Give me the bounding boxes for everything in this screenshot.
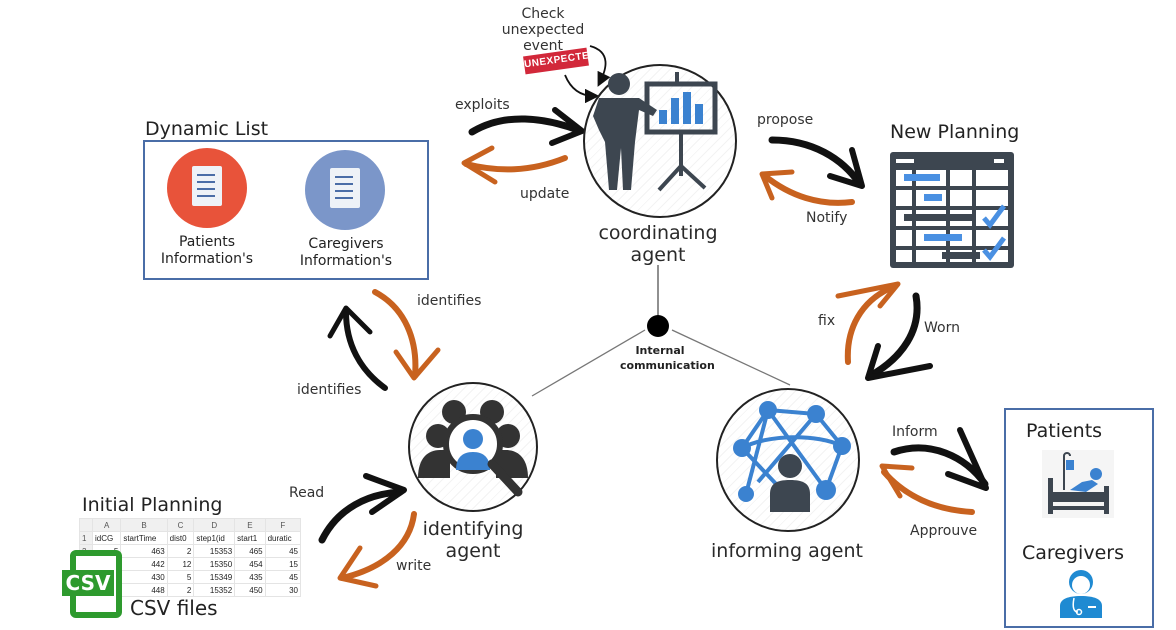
csv-badge: CSV [62,570,114,596]
worn-label: Worn [924,320,960,336]
table-cell: 2 [166,583,195,597]
patient-bed-icon[interactable] [1042,450,1114,518]
identifying-agent-node[interactable] [408,382,538,512]
loop-arrow-icon [589,45,611,87]
identifies-in-label: identifies [417,293,482,309]
table-cell: duratic [264,531,302,545]
fix-arrow [835,281,901,365]
column-header: C [166,518,195,532]
update-label: update [520,186,570,202]
caregivers-info-icon[interactable] [305,150,385,230]
identifies-out-label: identifies [297,382,362,398]
worn-arrow [865,292,933,381]
notify-arrow [759,169,855,206]
network-person-icon [733,401,851,512]
table-cell: 430 [120,570,168,584]
table-cell: 2 [166,544,195,558]
notify-label: Notify [806,210,848,226]
caregiver-icon[interactable] [1058,568,1104,618]
table-cell: 454 [234,557,266,571]
table-cell: 45 [264,570,302,584]
patients-label: Patients [1026,420,1103,442]
table-cell: 435 [234,570,266,584]
write-arrow [337,511,417,589]
caregivers-label: Caregivers [1022,542,1124,564]
internal-communication-label: Internal communication [620,344,715,372]
approuve-arrow [879,463,975,515]
table-cell: 15352 [193,583,236,597]
table-cell: step1(id [193,531,236,545]
column-header: B [120,518,168,532]
planning-calendar-icon[interactable] [890,152,1014,268]
table-cell: idCG [91,531,122,545]
inform-arrow [890,427,989,491]
table-cell: 30 [264,583,302,597]
column-header: D [193,518,236,532]
column-header: E [234,518,266,532]
table-cell: dist0 [166,531,195,545]
table-cell: 450 [234,583,266,597]
table-cell: 12 [166,557,195,571]
column-header: A [91,518,122,532]
dynamic-list-box: Patients Information's Caregivers Inform… [143,140,429,280]
fix-label: fix [818,313,836,329]
hub-node [647,315,669,337]
check-event-label: Check unexpected event [501,6,585,54]
read-arrow [318,473,407,544]
hub-line-informing [671,329,791,386]
table-cell: 15 [264,557,302,571]
approuve-label: Approuve [910,523,978,539]
exploits-label: exploits [455,97,510,113]
informing-agent-label: informing agent [711,540,863,562]
user-search-icon [418,400,528,497]
column-header: F [264,518,302,532]
table-row: 3 14 442 12 15350 454 15 [79,557,302,571]
new-planning-title: New Planning [890,121,1020,143]
write-label: write [396,558,432,574]
patients-info-icon[interactable] [167,148,247,228]
identifies-in-arrow [372,289,441,381]
loop-arrow-icon [564,74,600,104]
presenter-icon [593,72,718,192]
coordinating-agent-node[interactable] [583,64,737,218]
hub-line-identifying [531,329,646,397]
propose-arrow [768,136,865,189]
read-label: Read [289,485,325,501]
exploits-arrow [468,107,585,146]
table-cell: 15353 [193,544,236,558]
csv-files-label: CSV files [130,596,218,620]
update-arrow [461,145,568,185]
dynamic-list-title: Dynamic List [145,118,269,140]
table-row: 1 idCG startTime dist0 step1(id start1 d… [79,531,302,545]
table-cell: 15349 [193,570,236,584]
identifying-agent-label: identifying agent [422,518,524,562]
row-number: 1 [79,531,93,545]
caregivers-info-label: Caregivers Information's [299,236,393,269]
table-cell: 463 [120,544,168,558]
table-cell: 5 [166,570,195,584]
table-header-row: A B C D E F [79,518,302,532]
table-cell: 448 [120,583,168,597]
table-cell: startTime [120,531,168,545]
propose-label: propose [757,112,814,128]
table-cell: 442 [120,557,168,571]
inform-label: Inform [892,424,938,440]
column-header [79,518,93,532]
coordinating-agent-label: coordinating agent [598,222,718,266]
table-cell: 15350 [193,557,236,571]
table-cell: 45 [264,544,302,558]
initial-planning-title: Initial Planning [82,494,223,516]
patients-info-label: Patients Information's [160,234,254,267]
table-cell: start1 [234,531,266,545]
identifies-out-arrow [327,305,388,391]
table-cell: 465 [234,544,266,558]
actors-box: Patients Caregivers [1004,408,1154,628]
informing-agent-node[interactable] [716,388,860,532]
